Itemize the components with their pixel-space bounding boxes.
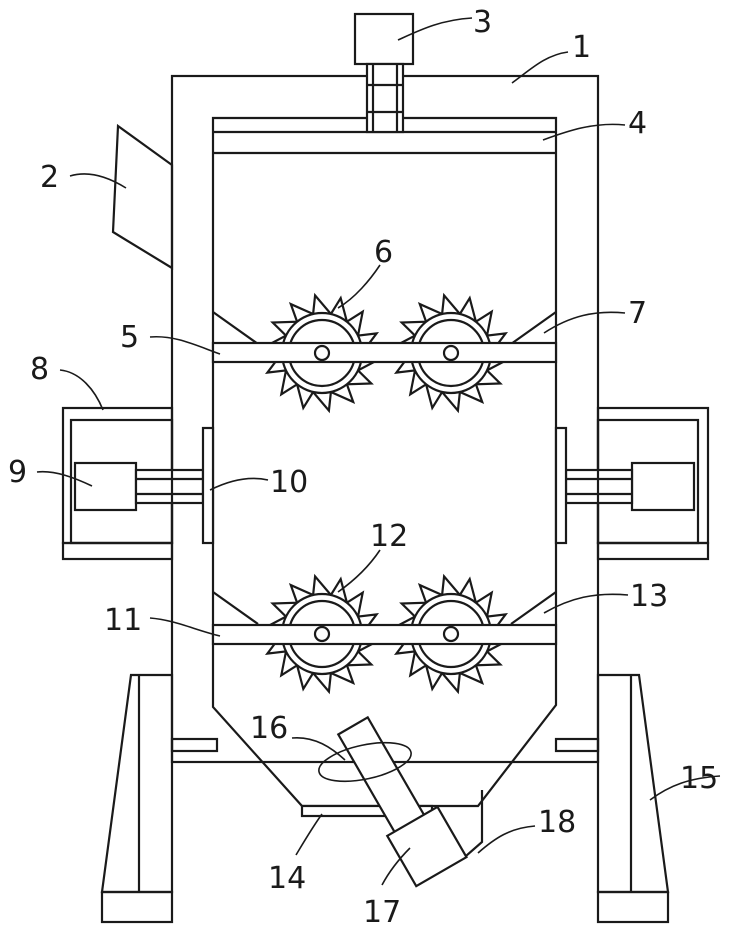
upper-shaft-bar [213,343,556,362]
feed-hopper [113,126,172,268]
leader-12 [338,550,380,592]
label-17: 17 [363,895,401,930]
label-7: 7 [628,296,647,331]
label-16: 16 [250,711,288,746]
leader-18 [478,826,535,853]
label-5: 5 [120,320,139,355]
guide-plate-lower-left [213,592,258,624]
leader-16 [292,738,345,760]
leader-2 [70,174,126,188]
label-9: 9 [8,455,27,490]
label-2: 2 [40,160,59,195]
left-drive-shaft [136,470,203,503]
label-13: 13 [630,579,668,614]
upper-shaft-hub-right [444,346,458,360]
upper-shaft-hub-left [315,346,329,360]
left-flange [203,428,213,543]
left-motor [75,463,136,510]
label-11: 11 [104,603,142,638]
right-motor [632,463,694,510]
top-motor [355,14,413,64]
inner-chamber [213,118,556,806]
label-1: 1 [572,30,591,65]
label-10: 10 [270,465,308,500]
leader-11 [150,618,220,636]
label-4: 4 [628,106,647,141]
label-18: 18 [538,805,576,840]
leader-6 [338,265,380,308]
lower-shaft-hub-left [315,627,329,641]
lower-shaft-hub-right [444,627,458,641]
leader-8 [60,370,103,410]
label-6: 6 [374,235,393,270]
leader-1 [512,52,568,83]
guide-plate-lower-right [511,592,556,624]
label-3: 3 [473,5,492,40]
leader-14 [296,814,322,855]
label-14: 14 [268,861,306,896]
guide-plate-upper-right [511,312,556,344]
lower-shaft-bar [213,625,556,644]
outer-frame [172,76,598,762]
right-flange [556,428,566,543]
leader-5 [150,337,220,354]
guide-plate-upper-left [213,312,258,344]
label-12: 12 [370,519,408,554]
left-leg [102,675,217,922]
leader-10 [210,478,268,490]
right-motor-housing [556,408,708,559]
label-8: 8 [30,352,49,387]
label-15: 15 [680,761,718,796]
